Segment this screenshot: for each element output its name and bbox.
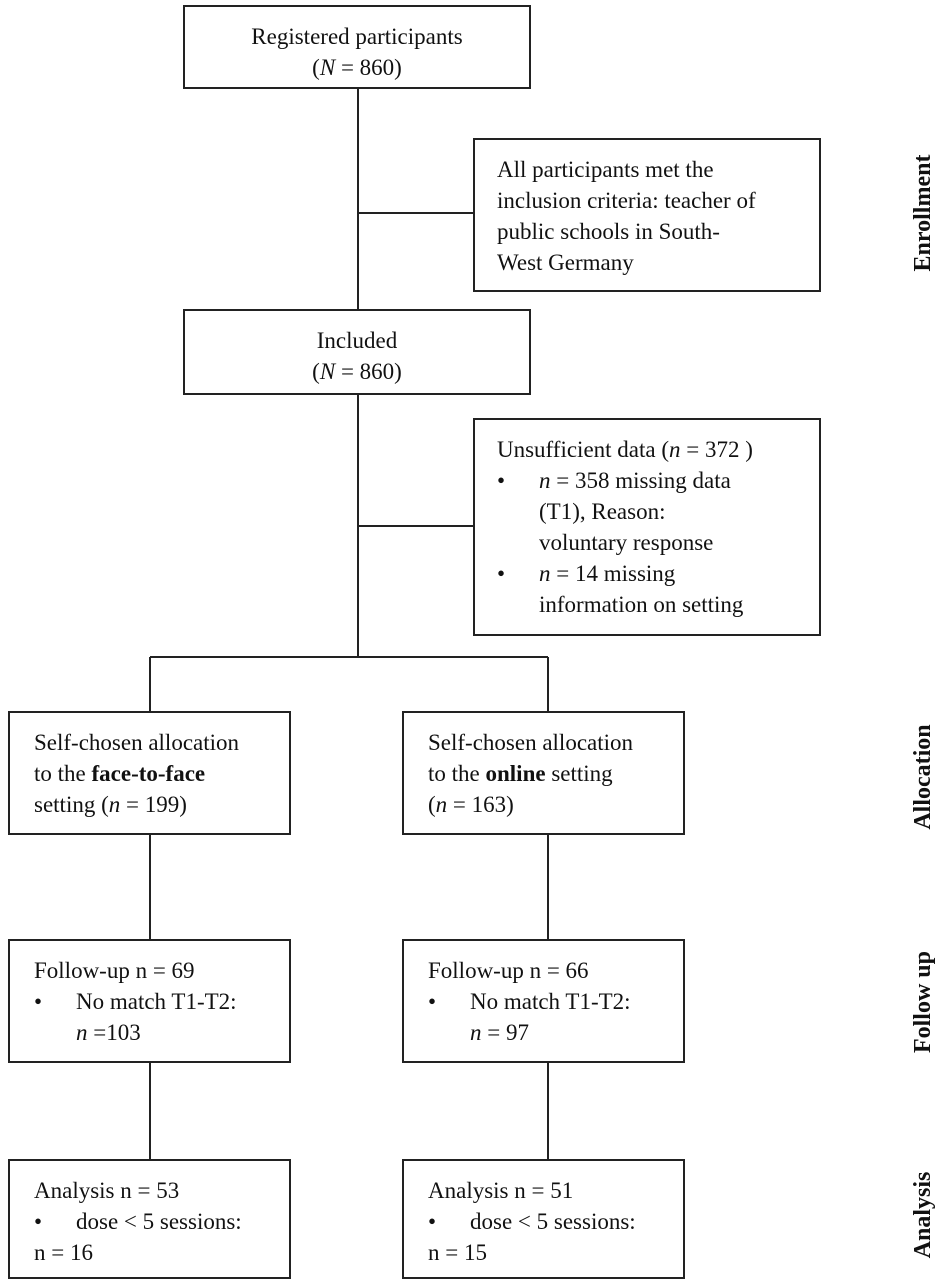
follow-up-face-to-face-bullet: • No match T1-T2: n =103 — [34, 986, 275, 1048]
included-count: (N = 860) — [312, 359, 402, 384]
stage-label-allocation: Allocation — [910, 724, 936, 830]
excluded-bullet-2: • n = 14 missing information on setting — [497, 558, 805, 620]
follow-up-online-box: Follow-up n = 66 • No match T1-T2: n = 9… — [402, 939, 685, 1063]
included-box: Included (N = 860) — [183, 309, 531, 395]
bullet-icon: • — [428, 989, 437, 1014]
inclusion-line-4: West Germany — [497, 250, 634, 275]
follow-up-online-bullet: • No match T1-T2: n = 97 — [428, 986, 669, 1048]
bullet-icon: • — [34, 1209, 43, 1234]
inclusion-criteria-box: All participants met the inclusion crite… — [473, 138, 821, 292]
excluded-box: Unsufficient data (n = 372 ) • n = 358 m… — [473, 418, 821, 636]
bullet-icon: • — [34, 989, 43, 1014]
stage-label-enrollment: Enrollment — [910, 154, 936, 272]
registered-title: Registered participants — [251, 24, 463, 49]
inclusion-line-1: All participants met the — [497, 157, 714, 182]
bullet-icon: • — [497, 468, 506, 493]
allocation-online-box: Self-chosen allocation to the online set… — [402, 711, 685, 835]
bullet-icon: • — [428, 1209, 437, 1234]
follow-up-face-to-face-box: Follow-up n = 69 • No match T1-T2: n =10… — [8, 939, 291, 1063]
registered-count: (N = 860) — [312, 55, 402, 80]
analysis-online-box: Analysis n = 51 • dose < 5 sessions: n =… — [402, 1159, 685, 1279]
excluded-heading: Unsufficient data (n = 372 ) — [497, 437, 753, 462]
analysis-online-bullet: • dose < 5 sessions: — [428, 1206, 669, 1237]
stage-label-follow-up: Follow up — [910, 950, 936, 1054]
allocation-face-to-face-box: Self-chosen allocation to the face-to-fa… — [8, 711, 291, 835]
stage-label-analysis: Analysis — [910, 1171, 936, 1259]
excluded-bullet-1: • n = 358 missing data (T1), Reason: vol… — [497, 465, 805, 558]
included-title: Included — [316, 328, 398, 353]
inclusion-line-3: public schools in South- — [497, 219, 720, 244]
bullet-icon: • — [497, 561, 506, 586]
registered-participants-box: Registered participants (N = 860) — [183, 5, 531, 89]
inclusion-line-2: inclusion criteria: teacher of — [497, 188, 756, 213]
analysis-face-to-face-bullet: • dose < 5 sessions: — [34, 1206, 275, 1237]
analysis-face-to-face-box: Analysis n = 53 • dose < 5 sessions: n =… — [8, 1159, 291, 1279]
